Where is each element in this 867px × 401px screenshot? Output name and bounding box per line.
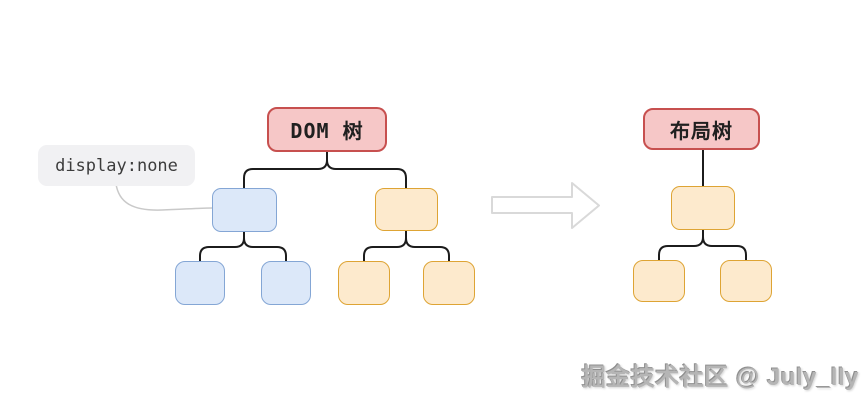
dom-blue-child-node-2 [261,261,311,305]
layout-orange-parent-node [671,186,735,230]
dom-tree-root-node: DOM 树 [267,107,387,152]
layout-orange-child-node-2 [720,260,772,302]
watermark-text: 掘金技术社区 @ July_lly [581,364,859,391]
dom-orange-child-node-2 [423,261,475,305]
edge-blue-parent-to-child1 [199,231,245,262]
edge-r-parent-to-child1 [658,229,704,261]
transform-arrow-icon [491,182,600,229]
dom-orange-child-node-1 [338,261,390,305]
annotation-callout-line [115,183,213,211]
edge-r-parent-to-child2 [702,229,747,261]
edge-dom-to-blue-parent [243,151,328,189]
dom-blue-child-node-1 [175,261,225,305]
display-none-annotation: display:none [38,145,195,186]
layout-tree-root-node: 布局树 [643,108,760,150]
edge-dom-to-orange-parent [326,151,407,189]
dom-blue-parent-node [212,188,277,232]
edge-blue-parent-to-child2 [243,231,287,262]
layout-orange-child-node-1 [633,260,685,302]
edge-orange-parent-to-child2 [405,230,450,262]
dom-orange-parent-node [375,188,438,231]
edge-orange-parent-to-child1 [363,230,407,262]
